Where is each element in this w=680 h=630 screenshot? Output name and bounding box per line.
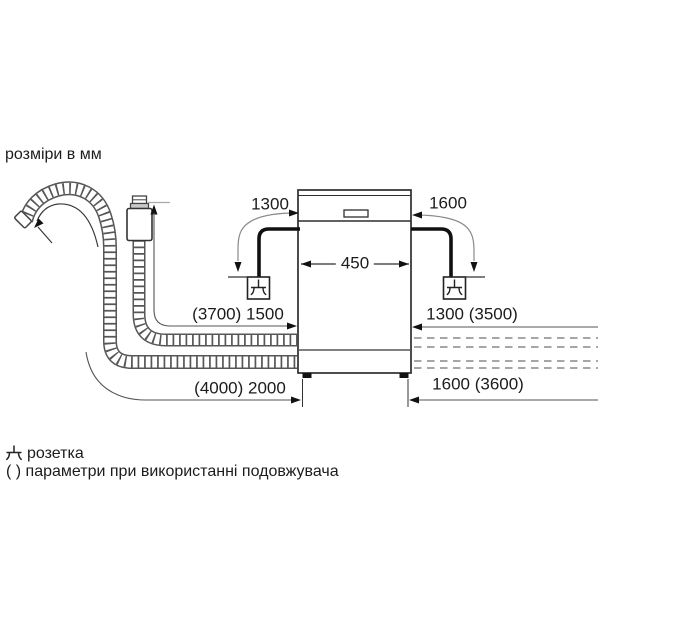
extension-lines [302, 379, 409, 407]
foot-left [302, 373, 312, 378]
drain-hose [14, 181, 297, 369]
legend-socket-icon [5, 445, 23, 461]
dimension-label-cable-left: 1300 [251, 194, 289, 214]
dimension-label-drain-hose-right: 1600 (3600) [432, 374, 524, 394]
aquastop-connector [126, 195, 153, 242]
socket-left-icon [246, 276, 271, 300]
drain-hose-dimension-left [85, 351, 301, 404]
hose-end-pointer-arrow-icon [34, 203, 99, 248]
power-cable-left [257, 227, 300, 277]
dimension-label-supply-hose-right: 1300 (3500) [426, 304, 518, 324]
control-panel-display [343, 209, 369, 218]
supply-hose-dimension-left [148, 201, 297, 330]
dimension-label-cable-right: 1600 [429, 193, 467, 213]
power-cable-right [411, 227, 453, 277]
dimension-label-supply-hose-left: (3700) 1500 [192, 304, 284, 324]
dimension-label-appliance-width: 450 [335, 254, 375, 272]
supply-hose-dimension-right [412, 323, 598, 331]
dimension-label-drain-hose-left: (4000) 2000 [194, 378, 286, 398]
supply-hose [132, 240, 297, 347]
drain-hose-end-fitting [14, 210, 32, 229]
drain-hose-dimension-right [409, 396, 598, 404]
foot-right [399, 373, 409, 378]
hose-continuation-dashes [414, 337, 598, 369]
cable-right-dimension [412, 211, 485, 278]
cable-left-dimension [228, 209, 299, 278]
dishwasher [297, 189, 412, 378]
socket-right-icon [442, 276, 467, 300]
page-title: розміри в мм [5, 146, 102, 163]
legend-socket-label: розетка [27, 445, 84, 462]
legend-note: ( ) параметри при використанні подовжува… [6, 463, 339, 480]
